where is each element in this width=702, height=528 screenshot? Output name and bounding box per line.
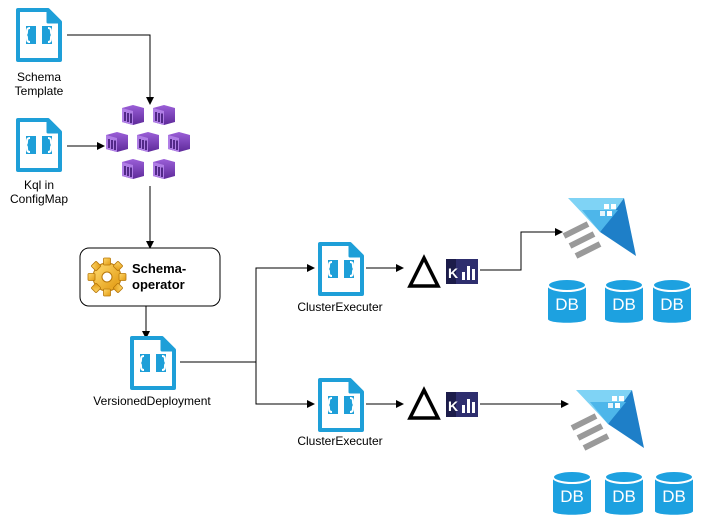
schema-template-label-2: Template: [15, 84, 64, 98]
database-icon: DB: [654, 470, 694, 516]
database-icon: DB: [604, 278, 644, 324]
kusto-kql-icon: K: [446, 259, 478, 284]
schema-template-label-1: Schema: [17, 70, 61, 84]
database-icon: DB: [547, 278, 587, 324]
versioned-deployment-node: VersionedDeployment: [93, 336, 211, 408]
kusto-kql-icon: K: [446, 392, 478, 417]
json-file-icon: [318, 378, 364, 432]
kql-configmap-label-1: Kql in: [24, 178, 54, 192]
connectors: [67, 34, 569, 408]
cluster-executer-bottom-label: ClusterExecuter: [297, 434, 382, 448]
db-label: DB: [612, 487, 636, 506]
schema-template-node: Schema Template: [15, 8, 64, 98]
data-explorer-icon: [564, 198, 636, 256]
aks-cluster-icon: [105, 104, 191, 180]
schema-operator-node: Schema- operator: [79, 247, 221, 307]
svg-text:K: K: [448, 398, 458, 414]
json-file-icon: [16, 118, 62, 172]
versioned-deployment-label: VersionedDeployment: [93, 394, 211, 408]
cluster-executer-top-node: ClusterExecuter: [297, 242, 383, 314]
json-file-icon: [130, 336, 176, 390]
edge-template-to-aks: [67, 34, 154, 105]
db-label: DB: [555, 295, 579, 314]
database-group-bottom: DB DB DB: [552, 470, 694, 516]
db-label: DB: [662, 487, 686, 506]
database-group-top: DB DB DB: [547, 278, 692, 324]
svg-text:K: K: [448, 265, 458, 281]
cluster-executer-top-label: ClusterExecuter: [297, 300, 382, 314]
kql-configmap-label-2: ConfigMap: [10, 192, 68, 206]
database-icon: DB: [552, 470, 592, 516]
database-icon: DB: [652, 278, 692, 324]
operator-label-1: Schema-: [132, 261, 186, 276]
edge-deployment-to-executer-top: [180, 264, 315, 363]
cluster-executer-bottom-node: ClusterExecuter: [297, 378, 383, 448]
data-explorer-icon: [572, 390, 644, 448]
edge-kusto-top-to-explorer: [480, 228, 563, 271]
delta-icon: [407, 254, 441, 288]
operator-box: [79, 247, 221, 307]
db-label: DB: [612, 295, 636, 314]
delta-icon: [407, 386, 441, 420]
kql-configmap-node: Kql in ConfigMap: [10, 118, 68, 206]
db-label: DB: [660, 295, 684, 314]
json-file-icon: [16, 8, 62, 62]
operator-label-2: operator: [132, 277, 185, 292]
edge-deployment-to-executer-bottom: [255, 362, 315, 408]
db-label: DB: [560, 487, 584, 506]
json-file-icon: [318, 242, 364, 296]
database-icon: DB: [604, 470, 644, 516]
gear-icon: [87, 257, 127, 297]
